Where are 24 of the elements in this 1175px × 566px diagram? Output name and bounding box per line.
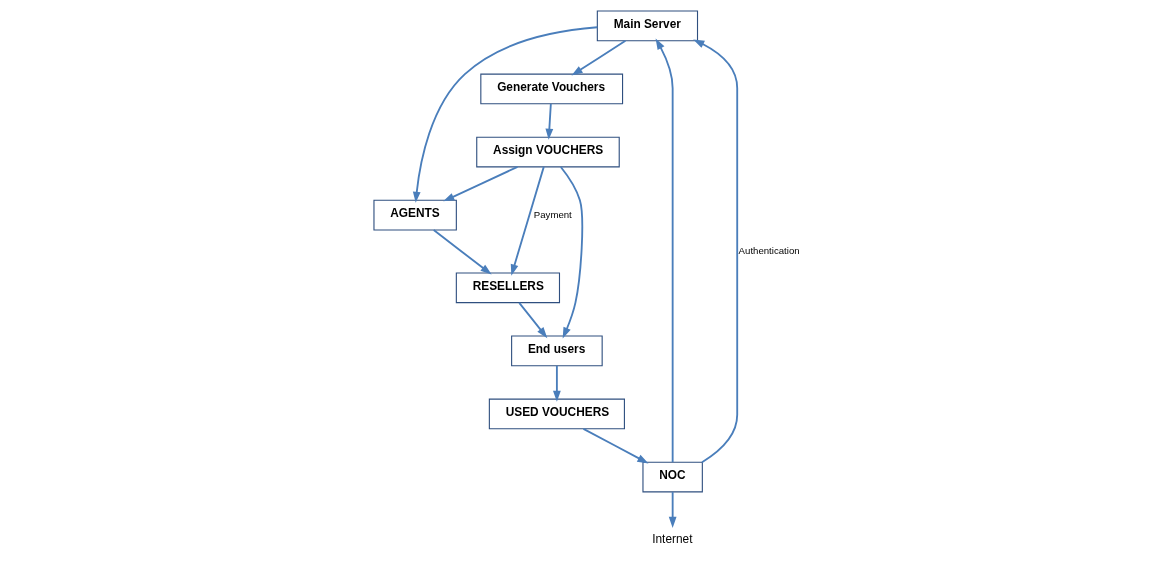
node-box: Assign VOUCHERS — [476, 136, 620, 168]
arrow — [510, 165, 545, 276]
node-box: NOC — [642, 461, 703, 493]
arrow — [582, 427, 649, 464]
arrow — [545, 103, 554, 140]
arrow — [559, 166, 584, 339]
node-box: End users — [511, 335, 603, 367]
node-box: USED VOUCHERS — [488, 398, 625, 430]
arrow — [655, 38, 674, 464]
node-box: AGENTS — [373, 199, 457, 231]
node-box: Main Server — [596, 10, 699, 42]
arrow — [432, 229, 492, 275]
arrow — [443, 165, 519, 202]
edge-label: Payment — [533, 208, 572, 220]
arrow — [571, 39, 627, 76]
arrow — [518, 301, 548, 339]
arrow — [693, 39, 739, 464]
node-text: Internet — [652, 531, 693, 546]
node-box: Generate Vouchers — [480, 73, 624, 105]
node-box: RESELLERS — [455, 272, 561, 304]
arrow — [412, 26, 599, 203]
edge-label: Authentication — [738, 244, 800, 256]
arrow — [552, 365, 561, 402]
arrow — [668, 491, 677, 528]
